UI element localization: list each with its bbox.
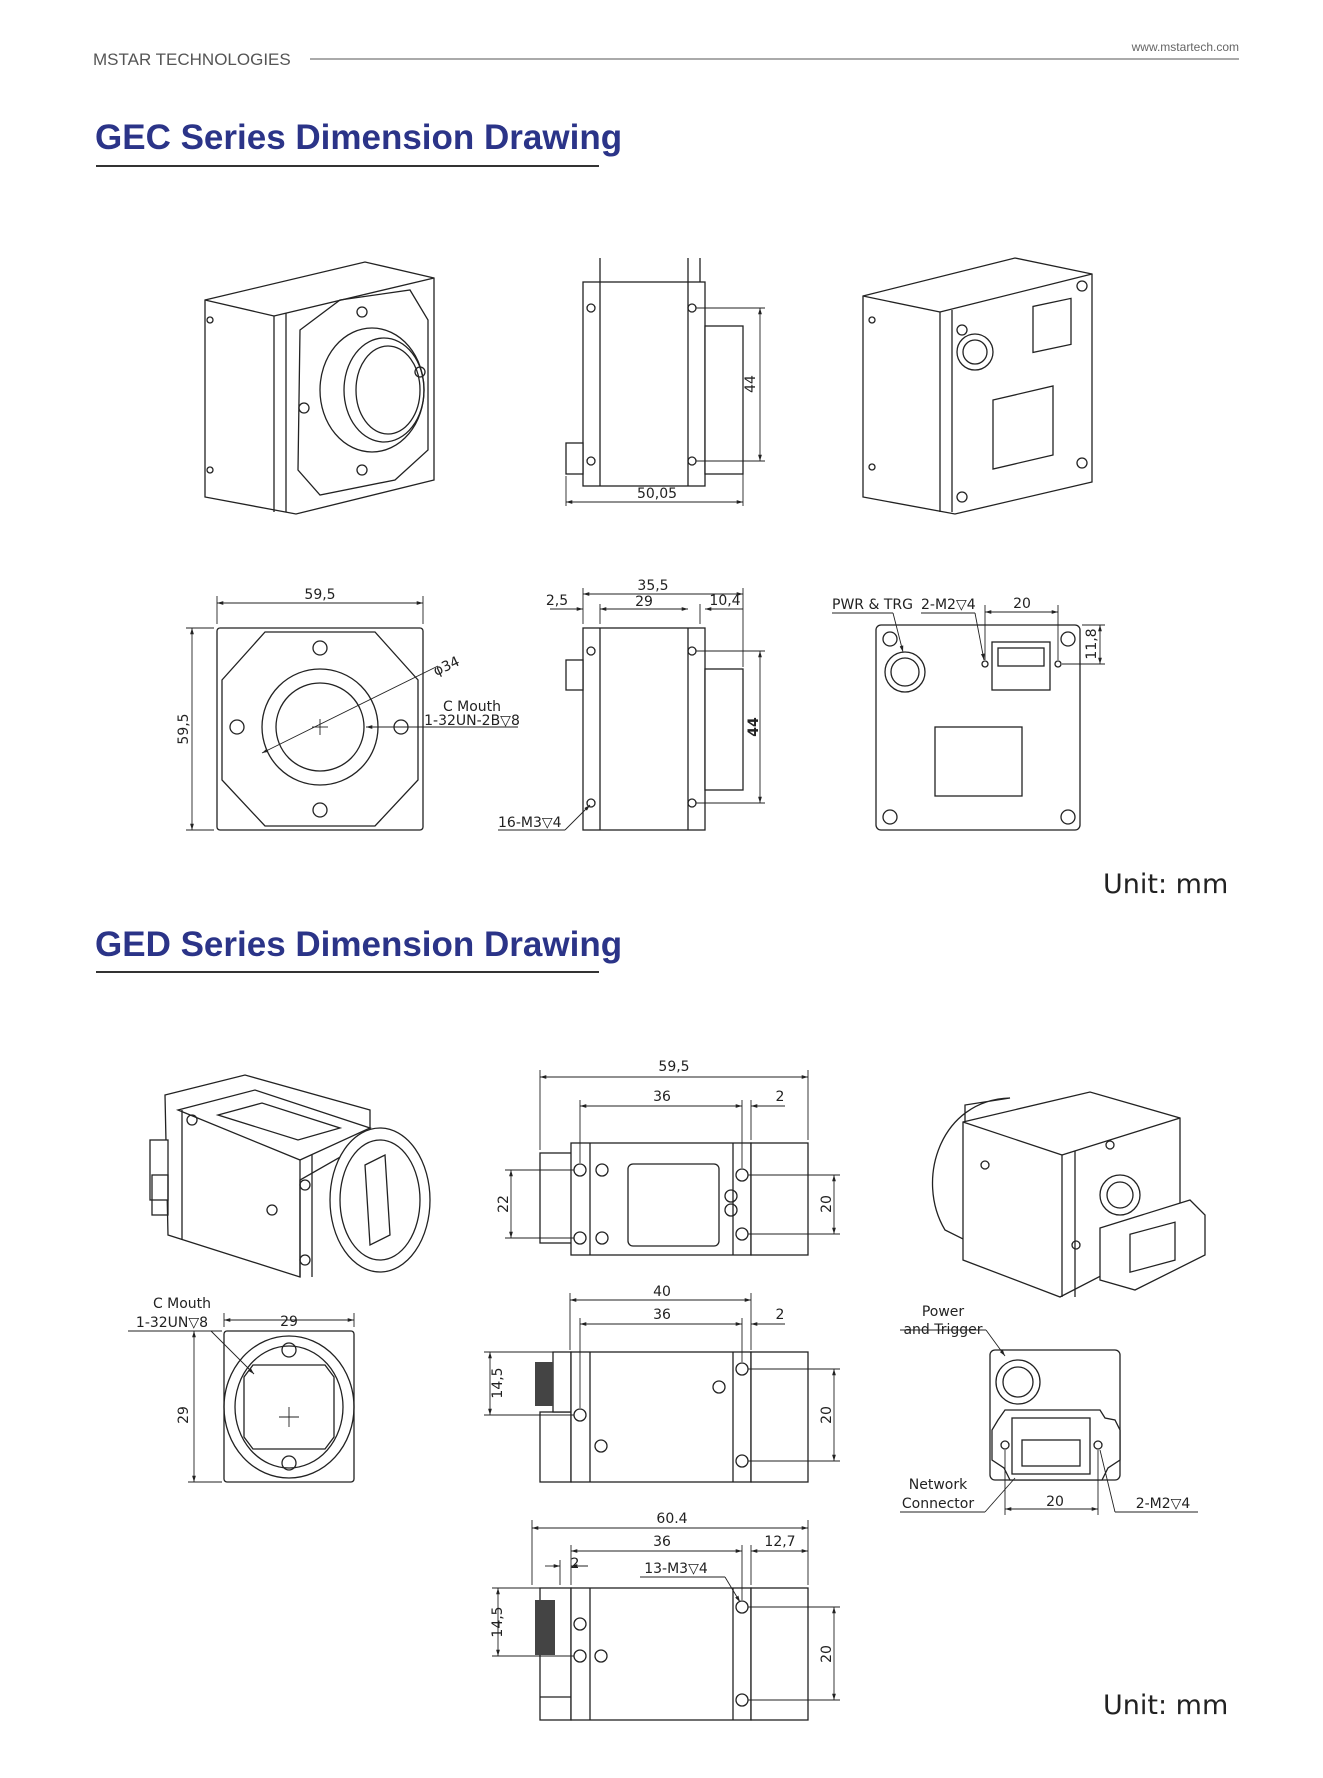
gec-side-width-label: 50,05 — [637, 486, 677, 502]
ged-side-lens-label: 2 — [776, 1307, 785, 1323]
gec-m2-label: 2-M2▽4 — [921, 597, 976, 613]
gec-rj-span-label: 20 — [1013, 596, 1031, 612]
ged-iso-front-view — [149, 1074, 431, 1278]
ged-iso-back-view — [931, 1091, 1206, 1298]
ged-rj-span-label: 20 — [1046, 1494, 1064, 1510]
ged-s3-total-label: 60.4 — [656, 1511, 687, 1527]
gec-front-offset-label: 2,5 — [546, 593, 568, 609]
gec-total-length-label: 35,5 — [637, 578, 668, 594]
ged-side-body-label: 36 — [653, 1307, 671, 1323]
gec-iso-front-view — [204, 261, 435, 515]
ged-m2-label: 2-M2▽4 — [1136, 1496, 1191, 1512]
ged-connector-label: Connector — [902, 1496, 974, 1512]
ged-s3-screws-label: 13-M3▽4 — [644, 1561, 708, 1577]
ged-unit-label: Unit: mm — [1103, 1690, 1228, 1721]
ged-s3-body-label: 36 — [653, 1534, 671, 1550]
ged-top-right-label: 20 — [819, 1195, 835, 1213]
ged-top-left-label: 22 — [496, 1195, 512, 1213]
gec-c-mouth-label: C Mouth — [443, 699, 501, 715]
website-link[interactable]: www.mstartech.com — [1131, 40, 1239, 54]
gec-front-width-label: 59,5 — [304, 587, 335, 603]
gec-side-height2-label: 44 — [746, 717, 762, 737]
gec-unit-label: Unit: mm — [1103, 869, 1228, 900]
ged-thread-label: 1-32UN▽8 — [136, 1315, 208, 1331]
ged-s3-lens-label: 12,7 — [764, 1534, 795, 1550]
ged-power-label: Power — [922, 1304, 965, 1320]
gec-lens-length-label: 10,4 — [709, 593, 740, 609]
company-name: MSTAR TECHNOLOGIES — [93, 50, 291, 69]
gec-pwr-trg-label: PWR & TRG — [832, 597, 913, 613]
ged-top-total-label: 59,5 — [658, 1059, 689, 1075]
ged-side-left-label: 14,5 — [490, 1367, 506, 1398]
gec-diameter-label: φ34 — [431, 654, 462, 680]
gec-section-title: GEC Series Dimension Drawing — [95, 118, 622, 157]
ged-side-view-3 — [492, 1520, 840, 1721]
ged-s3-front-label: 2 — [571, 1556, 580, 1572]
ged-trigger-label: and Trigger — [903, 1322, 982, 1338]
gec-back-view — [832, 605, 1105, 831]
ged-side-view — [484, 1293, 840, 1483]
ged-top-view — [505, 1070, 840, 1256]
gec-body-length-label: 29 — [635, 594, 653, 610]
gec-side-view-2 — [498, 588, 765, 831]
ged-back-view — [900, 1329, 1198, 1515]
ged-front-view — [128, 1313, 355, 1483]
gec-thread-label: 1-32UN-2B▽8 — [424, 713, 520, 729]
gec-side-view — [565, 258, 765, 506]
ged-top-body-label: 36 — [653, 1089, 671, 1105]
gec-screws-label: 16-M3▽4 — [498, 815, 562, 831]
ged-side-total-label: 40 — [653, 1284, 671, 1300]
gec-front-height-label: 59,5 — [176, 713, 192, 744]
gec-front-view — [186, 596, 518, 831]
ged-top-lens-label: 2 — [776, 1089, 785, 1105]
gec-rj-offset-label: 11,8 — [1084, 628, 1100, 659]
gec-iso-back-view — [862, 257, 1093, 515]
ged-front-height-label: 29 — [176, 1406, 192, 1424]
ged-front-width-label: 29 — [280, 1314, 298, 1330]
ged-s3-right-label: 20 — [819, 1645, 835, 1663]
ged-c-mouth-label: C Mouth — [153, 1296, 211, 1312]
ged-network-label: Network — [909, 1477, 968, 1493]
ged-section-title: GED Series Dimension Drawing — [95, 925, 622, 964]
ged-s3-left-label: 14,5 — [490, 1606, 506, 1637]
ged-side-right-label: 20 — [819, 1406, 835, 1424]
gec-side-height-label: 44 — [743, 375, 759, 393]
